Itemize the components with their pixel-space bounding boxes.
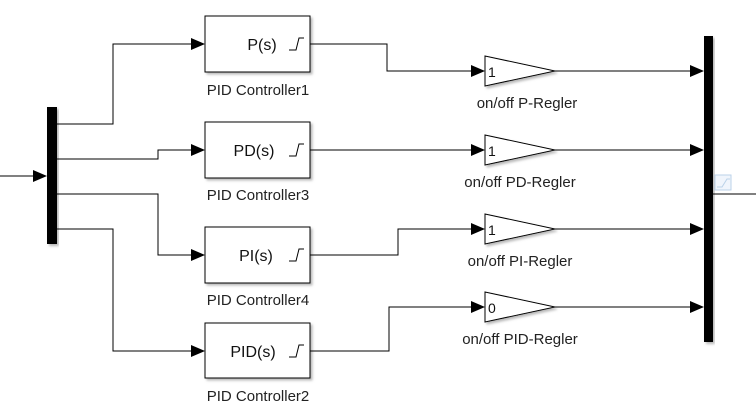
gain-p-block[interactable]: 1 xyxy=(484,55,556,87)
gain-pid-label: on/off PID-Regler xyxy=(462,331,578,348)
demux-block[interactable] xyxy=(47,107,57,244)
controller2-label: PID Controller2 xyxy=(207,388,310,405)
gain-pd-value: 1 xyxy=(488,143,496,159)
line-controller2-to-gain-pid[interactable] xyxy=(310,301,485,352)
gain-pi-block[interactable]: 1 xyxy=(484,213,556,245)
saturation-icon xyxy=(289,248,304,262)
line-controller1-to-gain-p[interactable] xyxy=(310,43,485,77)
gain-pd-block[interactable]: 1 xyxy=(484,134,556,166)
controller1-transfer: P(s) xyxy=(247,37,276,54)
controller3-transfer: PD(s) xyxy=(234,143,275,160)
controller4-label: PID Controller4 xyxy=(207,292,310,309)
saturation-icon xyxy=(289,143,304,157)
gain-pi-value: 1 xyxy=(488,222,496,238)
pid-controller4-block[interactable]: PI(s) xyxy=(204,226,311,284)
controller1-label: PID Controller1 xyxy=(207,82,310,99)
line-controller4-to-gain-pi[interactable] xyxy=(310,223,485,256)
signal-indicator-icon[interactable] xyxy=(714,174,732,191)
line-demux-to-controller3[interactable] xyxy=(57,144,205,160)
pid-controller3-block[interactable]: PD(s) xyxy=(204,121,311,179)
saturation-icon xyxy=(289,344,304,358)
gain-pd-label: on/off PD-Regler xyxy=(464,174,575,191)
controller3-label: PID Controller3 xyxy=(207,187,310,204)
line-demux-to-controller2[interactable] xyxy=(57,228,205,357)
mux-block[interactable] xyxy=(704,36,713,342)
pid-controller2-block[interactable]: PID(s) xyxy=(204,322,311,379)
gain-pid-value: 0 xyxy=(488,300,496,316)
gain-pi-label: on/off PI-Regler xyxy=(468,253,573,270)
gain-p-value: 1 xyxy=(488,64,496,80)
gain-pid-block[interactable]: 0 xyxy=(484,291,556,323)
line-demux-to-controller4[interactable] xyxy=(57,193,205,261)
line-demux-to-controller1[interactable] xyxy=(57,38,205,125)
controller4-transfer: PI(s) xyxy=(239,248,273,265)
gain-p-label: on/off P-Regler xyxy=(477,95,578,112)
saturation-icon xyxy=(289,37,304,51)
pid-controller1-block[interactable]: P(s) xyxy=(204,15,311,73)
controller2-transfer: PID(s) xyxy=(230,344,275,361)
